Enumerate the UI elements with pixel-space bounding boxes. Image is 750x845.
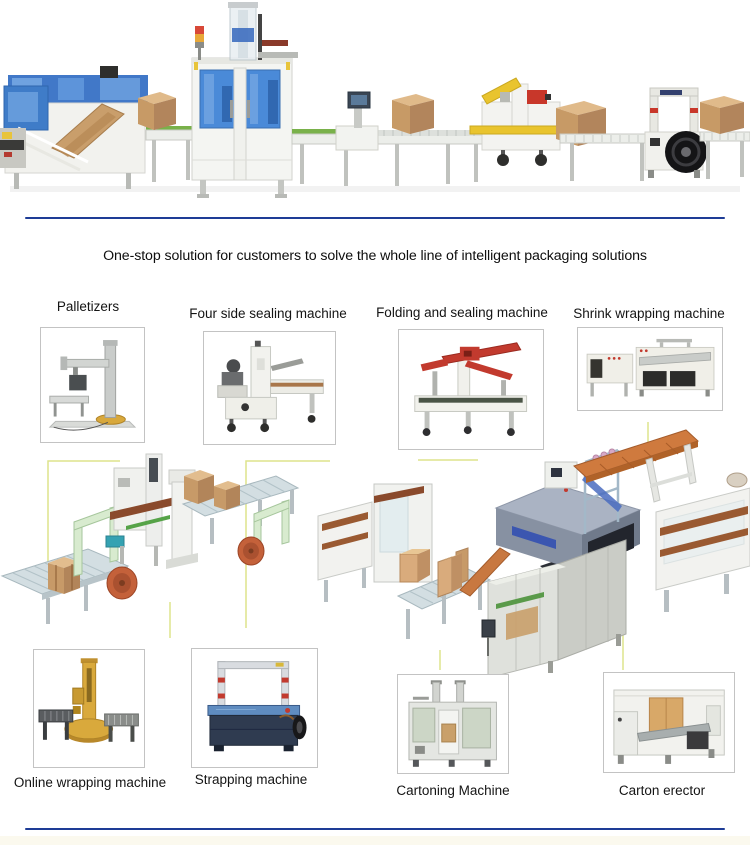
strapping-machine-illustration — [207, 660, 307, 751]
label-four-side-sealing-machine: Four side sealing machine — [189, 306, 347, 321]
label-palletizers: Palletizers — [56, 299, 120, 314]
callout-card-online-wrapping — [33, 649, 145, 768]
carton-box-upright — [437, 547, 469, 598]
palletizer-illustration — [48, 340, 137, 431]
incline-conveyor — [459, 547, 511, 597]
strapping-arch — [73, 505, 119, 577]
carton-erector-illustration — [613, 689, 725, 764]
label-folding-and-sealing-machine: Folding and sealing machine — [376, 305, 548, 320]
callout-card-shrink-wrapping — [577, 327, 723, 411]
ground-shadow — [10, 186, 740, 192]
cartoning-machine-illustration — [408, 680, 498, 767]
right-sealer-machine — [655, 472, 750, 612]
discharge-conveyor-photo — [699, 96, 750, 179]
callout-card-carton-erector — [603, 672, 735, 773]
folding-and-sealing-machine-illustration — [414, 341, 528, 436]
carton-erector-machine-photo — [0, 66, 148, 189]
elevated-conveyor — [573, 429, 699, 503]
side-sealer-machine — [317, 501, 373, 602]
checkweigher-conveyor-photo — [291, 91, 483, 186]
label-online-wrapping-machine: Online wrapping machine — [13, 775, 167, 790]
strapping-machine-photo — [644, 87, 707, 178]
label-shrink-wrapping-machine: Shrink wrapping machine — [573, 306, 725, 321]
online-sealer-cluster — [105, 453, 188, 566]
strap-reel — [237, 536, 265, 566]
center-column-machine — [166, 469, 198, 569]
four-side-sealing-machine-illustration — [217, 341, 324, 433]
callout-card-strapping — [191, 648, 318, 768]
callout-card-folding-sealing — [398, 329, 544, 450]
packaging-line-diagram — [0, 422, 750, 690]
erector-station-machine — [373, 483, 433, 583]
callout-card-four-side-sealing — [203, 331, 336, 445]
shrink-wrapping-machine-illustration — [586, 339, 715, 397]
case-sealer-photo — [469, 77, 606, 166]
section-divider-top — [25, 217, 725, 219]
callout-card-palletizers — [40, 327, 145, 443]
packaging-line-photo — [0, 2, 750, 198]
carton-box — [184, 470, 240, 510]
callout-card-cartoning — [397, 674, 509, 774]
label-strapping-machine: Strapping machine — [194, 772, 308, 787]
strap-reel — [106, 566, 138, 600]
infeed-conveyor-photo — [138, 92, 199, 182]
label-carton-erector: Carton erector — [618, 783, 706, 798]
next-section-edge — [0, 836, 750, 845]
case-packer-cabinet-photo — [191, 2, 298, 198]
online-wrapping-machine-illustration — [38, 657, 140, 743]
label-cartoning-machine: Cartoning Machine — [396, 783, 510, 798]
case-packer-cabinet — [481, 539, 627, 690]
control-panel — [544, 461, 578, 489]
headline: One-stop solution for customers to solve… — [103, 248, 647, 264]
section-divider-bottom — [25, 828, 725, 830]
